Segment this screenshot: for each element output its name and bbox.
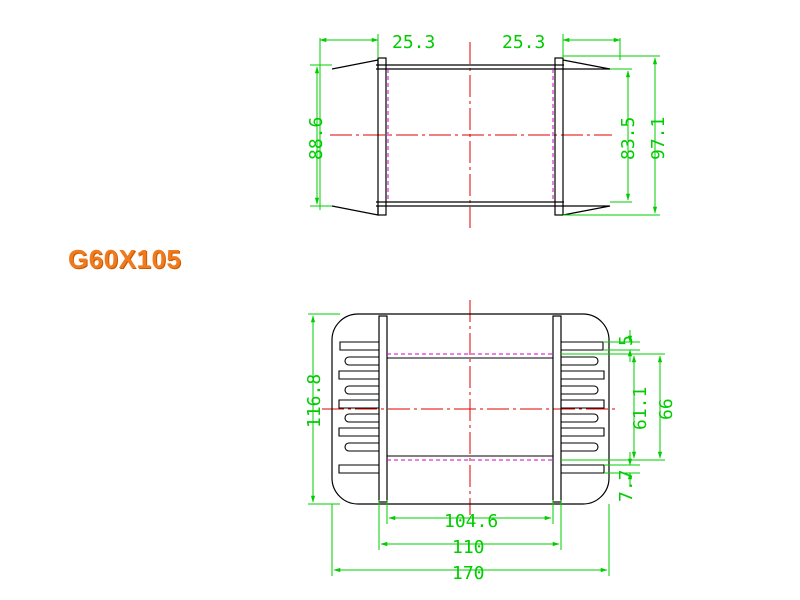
dim-bottom-label: 7.7 bbox=[616, 469, 637, 502]
dim-right-outer bbox=[563, 55, 660, 216]
dim-bottom-group bbox=[331, 500, 610, 576]
dim-window-label: 61.1 bbox=[630, 387, 651, 430]
dim-inner-height-label: 88.6 bbox=[306, 117, 327, 160]
front-window-lines bbox=[387, 357, 553, 457]
left-fins bbox=[338, 341, 379, 474]
dim-height-label: 116.8 bbox=[304, 374, 325, 428]
top-hidden-lines bbox=[387, 69, 554, 202]
dim-slot-label: 5 bbox=[616, 335, 637, 346]
right-fins bbox=[561, 341, 605, 474]
front-view: 116.8 5 61.1 66 7.7 bbox=[304, 300, 677, 584]
dim-mid-width-label: 110 bbox=[452, 537, 485, 558]
dim-right-inner-label: 83.5 bbox=[618, 117, 639, 160]
dim-total-width-label: 170 bbox=[452, 563, 485, 584]
top-body-outline bbox=[331, 57, 611, 216]
front-posts bbox=[378, 315, 562, 503]
front-body-outline bbox=[331, 313, 610, 505]
dim-span-label: 66 bbox=[656, 398, 677, 420]
top-view: 25.3 25.3 88.6 83.5 97.1 bbox=[306, 32, 669, 228]
dim-right-outer-label: 97.1 bbox=[648, 117, 669, 160]
dim-left-flange bbox=[310, 34, 379, 210]
model-title: G60X105 bbox=[68, 244, 182, 274]
dim-right-inner bbox=[610, 68, 632, 203]
dim-left-flange-label: 25.3 bbox=[392, 32, 435, 53]
dim-height bbox=[308, 313, 340, 505]
dim-right-group bbox=[561, 330, 665, 486]
dim-right-flange-label: 25.3 bbox=[502, 32, 545, 53]
dim-inner-width-label: 104.6 bbox=[444, 511, 498, 532]
